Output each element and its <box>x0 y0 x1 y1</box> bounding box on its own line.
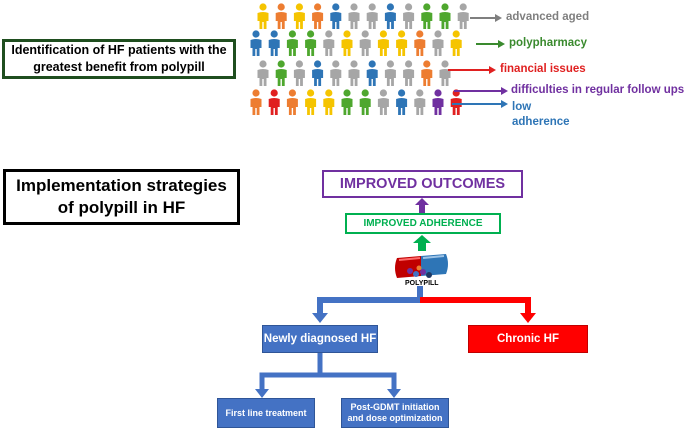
person-icon <box>268 89 280 115</box>
person-icon <box>250 30 262 56</box>
person-icon <box>384 3 396 29</box>
person-icon <box>323 30 335 56</box>
person-icon <box>275 3 287 29</box>
person-icon <box>330 3 342 29</box>
person-icon <box>396 89 408 115</box>
person-icon <box>305 89 317 115</box>
barrier-arrowhead <box>495 14 502 22</box>
first-line-box: First line treatment <box>217 398 315 428</box>
first-line-text: First line treatment <box>225 408 307 418</box>
person-icon <box>293 3 305 29</box>
improved-adherence-box: IMPROVED ADHERENCE <box>345 213 501 234</box>
person-icon <box>377 30 389 56</box>
barrier-arrowhead <box>498 40 505 48</box>
person-icon <box>421 60 433 86</box>
barrier-label-polypharmacy: polypharmacy <box>509 37 587 49</box>
polypill-label: POLYPILL <box>405 280 439 287</box>
person-icon <box>396 30 408 56</box>
person-icon <box>414 89 426 115</box>
person-icon <box>293 60 305 86</box>
person-icon <box>250 89 262 115</box>
barrier-arrowhead <box>501 87 508 95</box>
identification-text: Identification of HF patients with the g… <box>11 43 227 74</box>
person-icon <box>286 89 298 115</box>
implementation-box: Implementation strategies of polypill in… <box>3 169 240 225</box>
person-icon <box>403 60 415 86</box>
person-icon <box>359 89 371 115</box>
person-icon <box>286 30 298 56</box>
barrier-label-advanced-aged: advanced aged <box>506 11 590 23</box>
barrier-arrowhead <box>489 66 496 74</box>
green-up-arrow <box>413 235 431 251</box>
person-icon <box>348 60 360 86</box>
person-icon <box>341 89 353 115</box>
improved-outcomes-text: IMPROVED OUTCOMES <box>339 176 506 192</box>
person-icon <box>457 3 469 29</box>
person-icon <box>257 60 269 86</box>
person-icon <box>323 89 335 115</box>
person-icon <box>450 30 462 56</box>
person-icon <box>312 60 324 86</box>
person-icon <box>305 30 317 56</box>
chronic-hf-text: Chronic HF <box>497 333 559 345</box>
person-icon <box>432 30 444 56</box>
person-icon <box>439 3 451 29</box>
newly-diagnosed-text: Newly diagnosed HF <box>263 333 377 345</box>
chronic-hf-box: Chronic HF <box>468 325 588 353</box>
person-icon <box>348 3 360 29</box>
person-icon <box>366 3 378 29</box>
person-icon <box>421 3 433 29</box>
identification-box: Identification of HF patients with the g… <box>2 39 236 79</box>
person-icon <box>384 60 396 86</box>
person-icon <box>377 89 389 115</box>
low-adherence-line1: low <box>512 101 532 113</box>
improved-outcomes-box: IMPROVED OUTCOMES <box>322 170 523 198</box>
barrier-label-follow-ups: difficulties in regular follow ups <box>511 84 685 96</box>
improved-adherence-text: IMPROVED ADHERENCE <box>363 218 483 229</box>
post-gdmt-text: Post-GDMT initiation and dose optimizati… <box>347 402 443 423</box>
person-icon <box>257 3 269 29</box>
low-adherence-line2: adherence <box>512 116 570 128</box>
post-gdmt-box: Post-GDMT initiation and dose optimizati… <box>341 398 449 428</box>
barrier-arrowhead <box>501 100 508 108</box>
polypill-icon <box>395 254 448 278</box>
purple-up-arrow <box>415 198 429 213</box>
person-icon <box>414 30 426 56</box>
person-icon <box>439 60 451 86</box>
person-icon <box>359 30 371 56</box>
person-icon <box>403 3 415 29</box>
person-icon <box>341 30 353 56</box>
patient-figures <box>250 3 508 115</box>
newly-diagnosed-box: Newly diagnosed HF <box>262 325 378 353</box>
barrier-label-low-adherence: low adherence <box>512 100 570 130</box>
barrier-label-financial-issues: financial issues <box>500 63 586 75</box>
person-icon <box>275 60 287 86</box>
person-icon <box>312 3 324 29</box>
person-icon <box>432 89 444 115</box>
implementation-text: Implementation strategies of polypill in… <box>16 176 227 217</box>
person-icon <box>268 30 280 56</box>
person-icon <box>330 60 342 86</box>
person-icon <box>366 60 378 86</box>
